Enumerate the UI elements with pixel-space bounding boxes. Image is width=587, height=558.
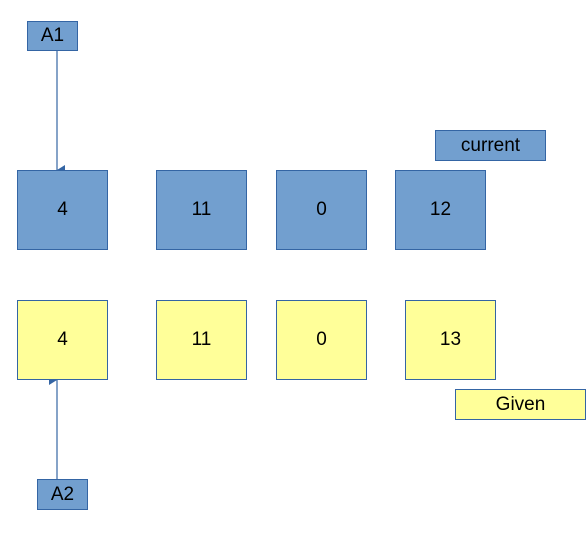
given-cell-value: 0 bbox=[316, 329, 327, 350]
current-cell-value: 12 bbox=[429, 199, 452, 220]
pointer-a2-label: A2 bbox=[50, 483, 75, 505]
current-cell-value: 0 bbox=[316, 199, 327, 220]
current-cell: 11 bbox=[156, 170, 247, 250]
current-cell: 12 bbox=[395, 170, 486, 250]
pointer-a2-box: A2 bbox=[37, 479, 88, 510]
current-cell: 4 bbox=[17, 170, 108, 250]
given-cell: 0 bbox=[276, 300, 367, 380]
given-cell: 11 bbox=[156, 300, 247, 380]
current-cell-value: 11 bbox=[191, 199, 212, 220]
current-legend-label: current bbox=[460, 134, 521, 156]
given-cell: 13 bbox=[405, 300, 496, 380]
given-legend-label: Given bbox=[495, 393, 546, 415]
given-cell: 4 bbox=[17, 300, 108, 380]
given-legend-box: Given bbox=[455, 389, 586, 420]
given-cell-value: 11 bbox=[191, 329, 212, 350]
pointer-a1-box: A1 bbox=[27, 21, 78, 51]
current-cell: 0 bbox=[276, 170, 367, 250]
given-cell-value: 13 bbox=[439, 329, 462, 350]
given-cell-value: 4 bbox=[57, 329, 68, 350]
current-cell-value: 4 bbox=[57, 199, 68, 220]
pointer-a1-label: A1 bbox=[40, 25, 65, 46]
current-legend-box: current bbox=[435, 130, 546, 161]
